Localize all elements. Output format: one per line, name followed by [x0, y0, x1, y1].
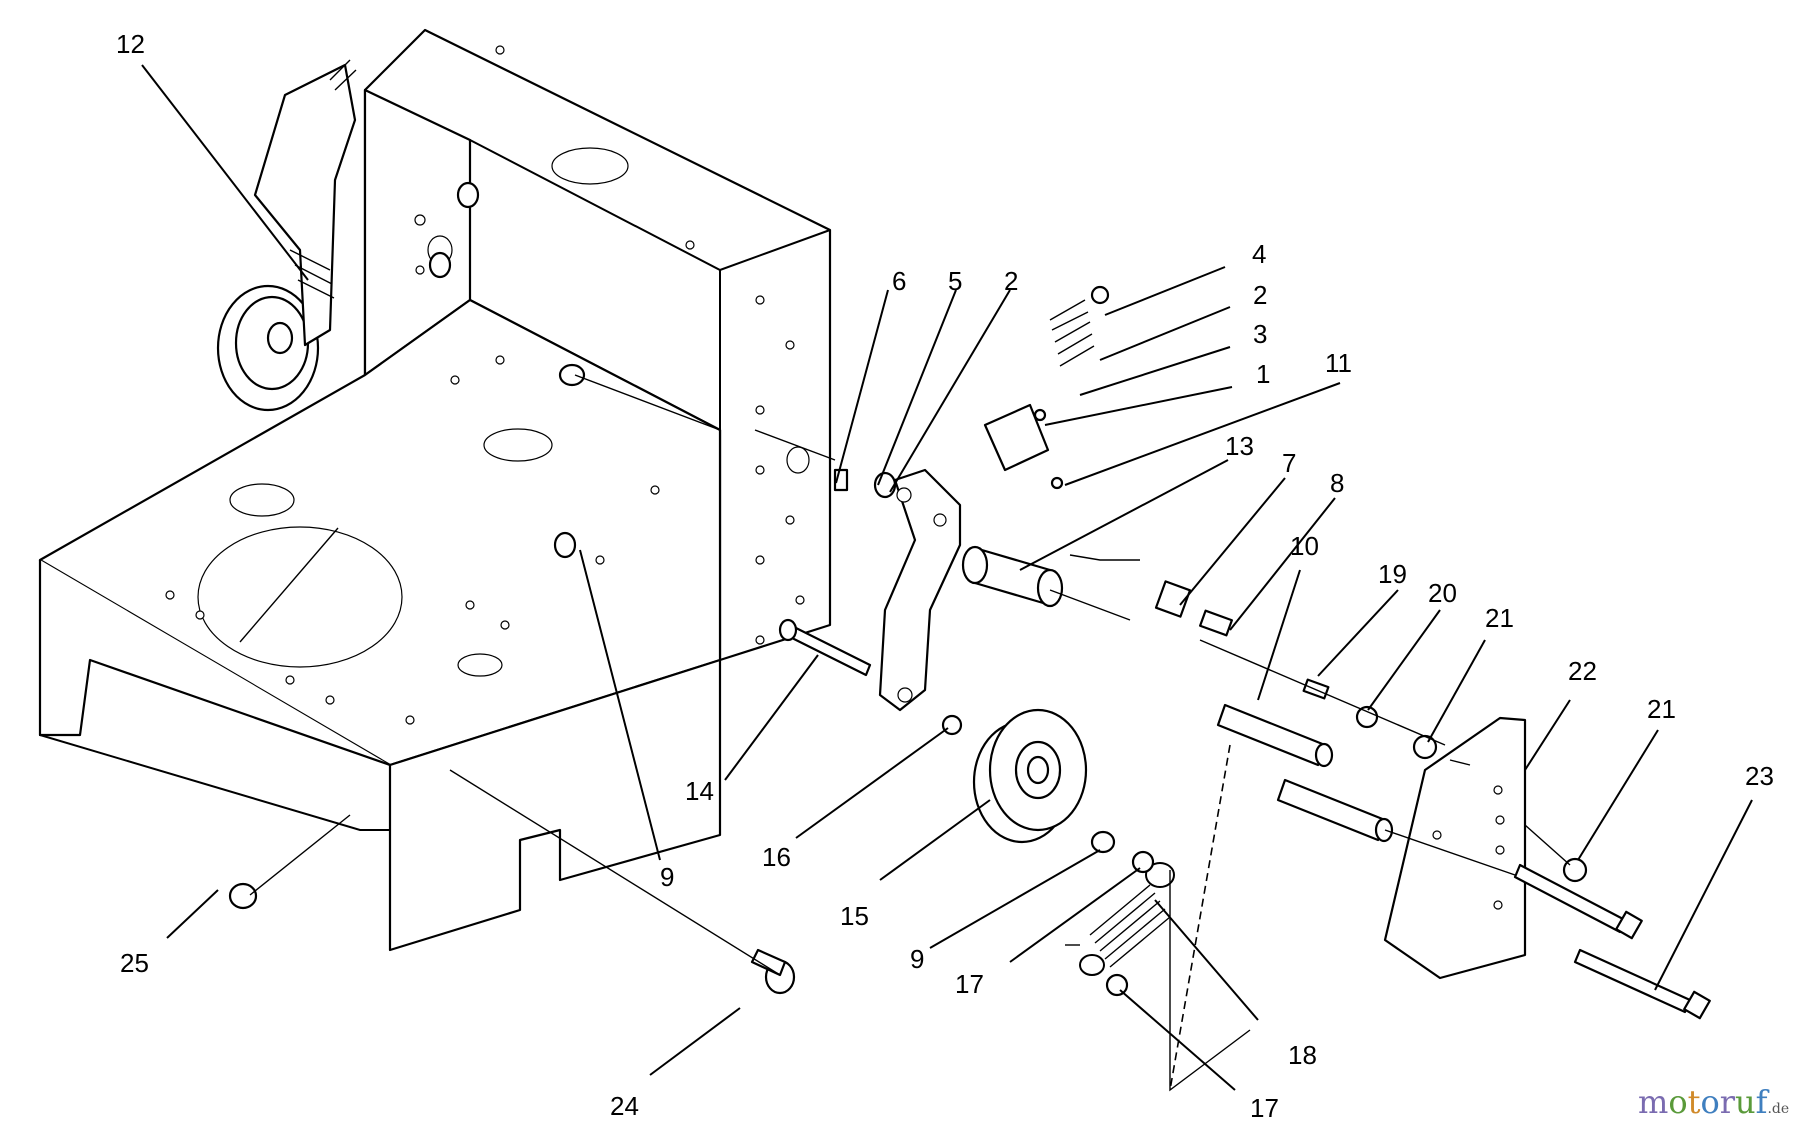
callout-5: 5	[948, 266, 962, 296]
callout-22: 22	[1568, 656, 1597, 686]
callout-20: 20	[1428, 578, 1457, 608]
leader-lines	[141, 64, 1753, 1091]
callout-2: 2	[1004, 266, 1018, 296]
part-23-bolts	[1513, 863, 1711, 1020]
callout-13: 13	[1225, 431, 1254, 461]
watermark-suffix: .de	[1767, 1101, 1789, 1117]
callout-1: 1	[1256, 359, 1270, 389]
callout-25: 25	[120, 948, 149, 978]
callout-21: 21	[1647, 694, 1676, 724]
callout-labels: 12 6 5 2 4 2 3 1 11 13 7 8 10 19 20 21 2…	[116, 29, 1774, 1123]
callout-17: 17	[955, 969, 984, 999]
callout-21: 21	[1485, 603, 1514, 633]
part-10-spacers	[1216, 703, 1394, 843]
callout-8: 8	[1330, 468, 1344, 498]
spring-stack	[983, 285, 1110, 490]
watermark-text: motoruf.de	[1638, 1083, 1789, 1121]
callout-18: 18	[1288, 1040, 1317, 1070]
callout-23: 23	[1745, 761, 1774, 791]
motoruf-watermark-logo: motoruf.de	[1638, 1083, 1789, 1121]
callout-19: 19	[1378, 559, 1407, 589]
part-13-pivot-tube	[961, 545, 1064, 608]
callout-3: 3	[1253, 319, 1267, 349]
base-frame	[38, 28, 832, 952]
idler-arm	[878, 468, 962, 712]
callout-17: 17	[1250, 1093, 1279, 1123]
callout-7: 7	[1282, 448, 1296, 478]
callout-14: 14	[685, 776, 714, 806]
callout-9: 9	[910, 944, 924, 974]
part-18-extension-spring	[1079, 862, 1175, 976]
callout-4: 4	[1252, 239, 1266, 269]
callout-9: 9	[660, 862, 674, 892]
assembly-axis-lines	[249, 374, 1571, 1092]
part-12-idler-assembly	[216, 59, 357, 412]
callout-16: 16	[762, 842, 791, 872]
callout-11: 11	[1325, 348, 1352, 378]
callout-2: 2	[1253, 280, 1267, 310]
callout-24: 24	[610, 1091, 639, 1121]
part-7-8-bushings	[1154, 580, 1233, 637]
part-14-pivot-pin	[778, 618, 872, 677]
part-22-mounting-plate	[1383, 716, 1527, 980]
callout-12: 12	[116, 29, 145, 59]
callout-10: 10	[1290, 531, 1319, 561]
callout-6: 6	[892, 266, 906, 296]
callout-15: 15	[840, 901, 869, 931]
part-15-pulley	[972, 708, 1088, 844]
